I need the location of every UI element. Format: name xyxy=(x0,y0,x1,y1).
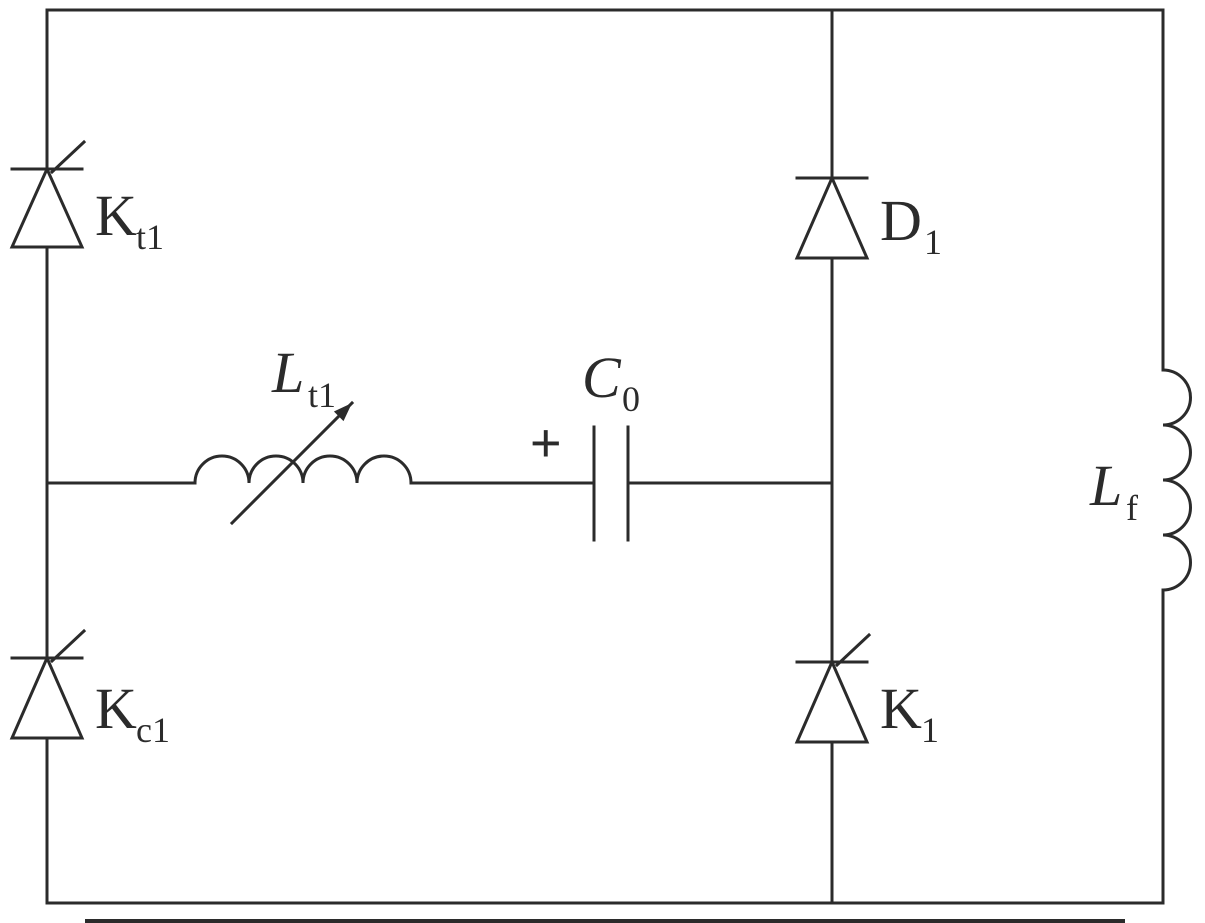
label-kc1-sub: c1 xyxy=(136,710,170,750)
inductor-lt1-arrow-shaft xyxy=(229,400,355,526)
thyristor-k1-triangle xyxy=(794,658,870,744)
thyristor-k1 xyxy=(794,632,872,744)
inductor-lf xyxy=(1161,368,1192,592)
label-lt1: L xyxy=(271,340,304,405)
thyristor-kc1-gate xyxy=(49,628,87,664)
thyristor-kc1 xyxy=(9,628,87,740)
cropped-edge-line xyxy=(85,919,1125,923)
component-labels: K t1 D 1 K c1 K 1 L t1 C 0 + L f xyxy=(95,183,1138,750)
diode-d1 xyxy=(794,174,870,260)
label-k1-sub: 1 xyxy=(921,710,939,750)
thyristor-kc1-triangle xyxy=(9,654,85,740)
inductor-lf-coil xyxy=(1161,368,1192,592)
label-d1: D xyxy=(880,188,922,253)
thyristor-k1-gate xyxy=(834,632,872,668)
label-lf: L xyxy=(1089,453,1122,518)
capacitor-plus-sign: + xyxy=(530,413,562,473)
inductor-lt1 xyxy=(193,400,413,526)
thyristor-kt1-gate xyxy=(49,139,87,175)
label-d1-sub: 1 xyxy=(924,222,942,262)
label-kt1-sub: t1 xyxy=(136,217,164,257)
label-k1: K xyxy=(880,676,922,741)
capacitor-c0 xyxy=(592,425,630,542)
thyristor-kt1 xyxy=(9,139,87,249)
inductor-lt1-coil xyxy=(193,454,413,485)
label-kc1: K xyxy=(95,676,137,741)
label-c0-sub: 0 xyxy=(622,379,640,419)
diode-d1-triangle xyxy=(794,174,870,260)
label-lf-sub: f xyxy=(1126,488,1138,528)
label-lt1-sub: t1 xyxy=(308,375,336,415)
inductor-lt1-arrowhead-icon xyxy=(333,403,352,422)
label-c0: C xyxy=(582,345,622,410)
thyristor-kt1-triangle xyxy=(9,165,85,249)
circuit-wires xyxy=(45,8,1165,923)
label-kt1: K xyxy=(95,183,137,248)
